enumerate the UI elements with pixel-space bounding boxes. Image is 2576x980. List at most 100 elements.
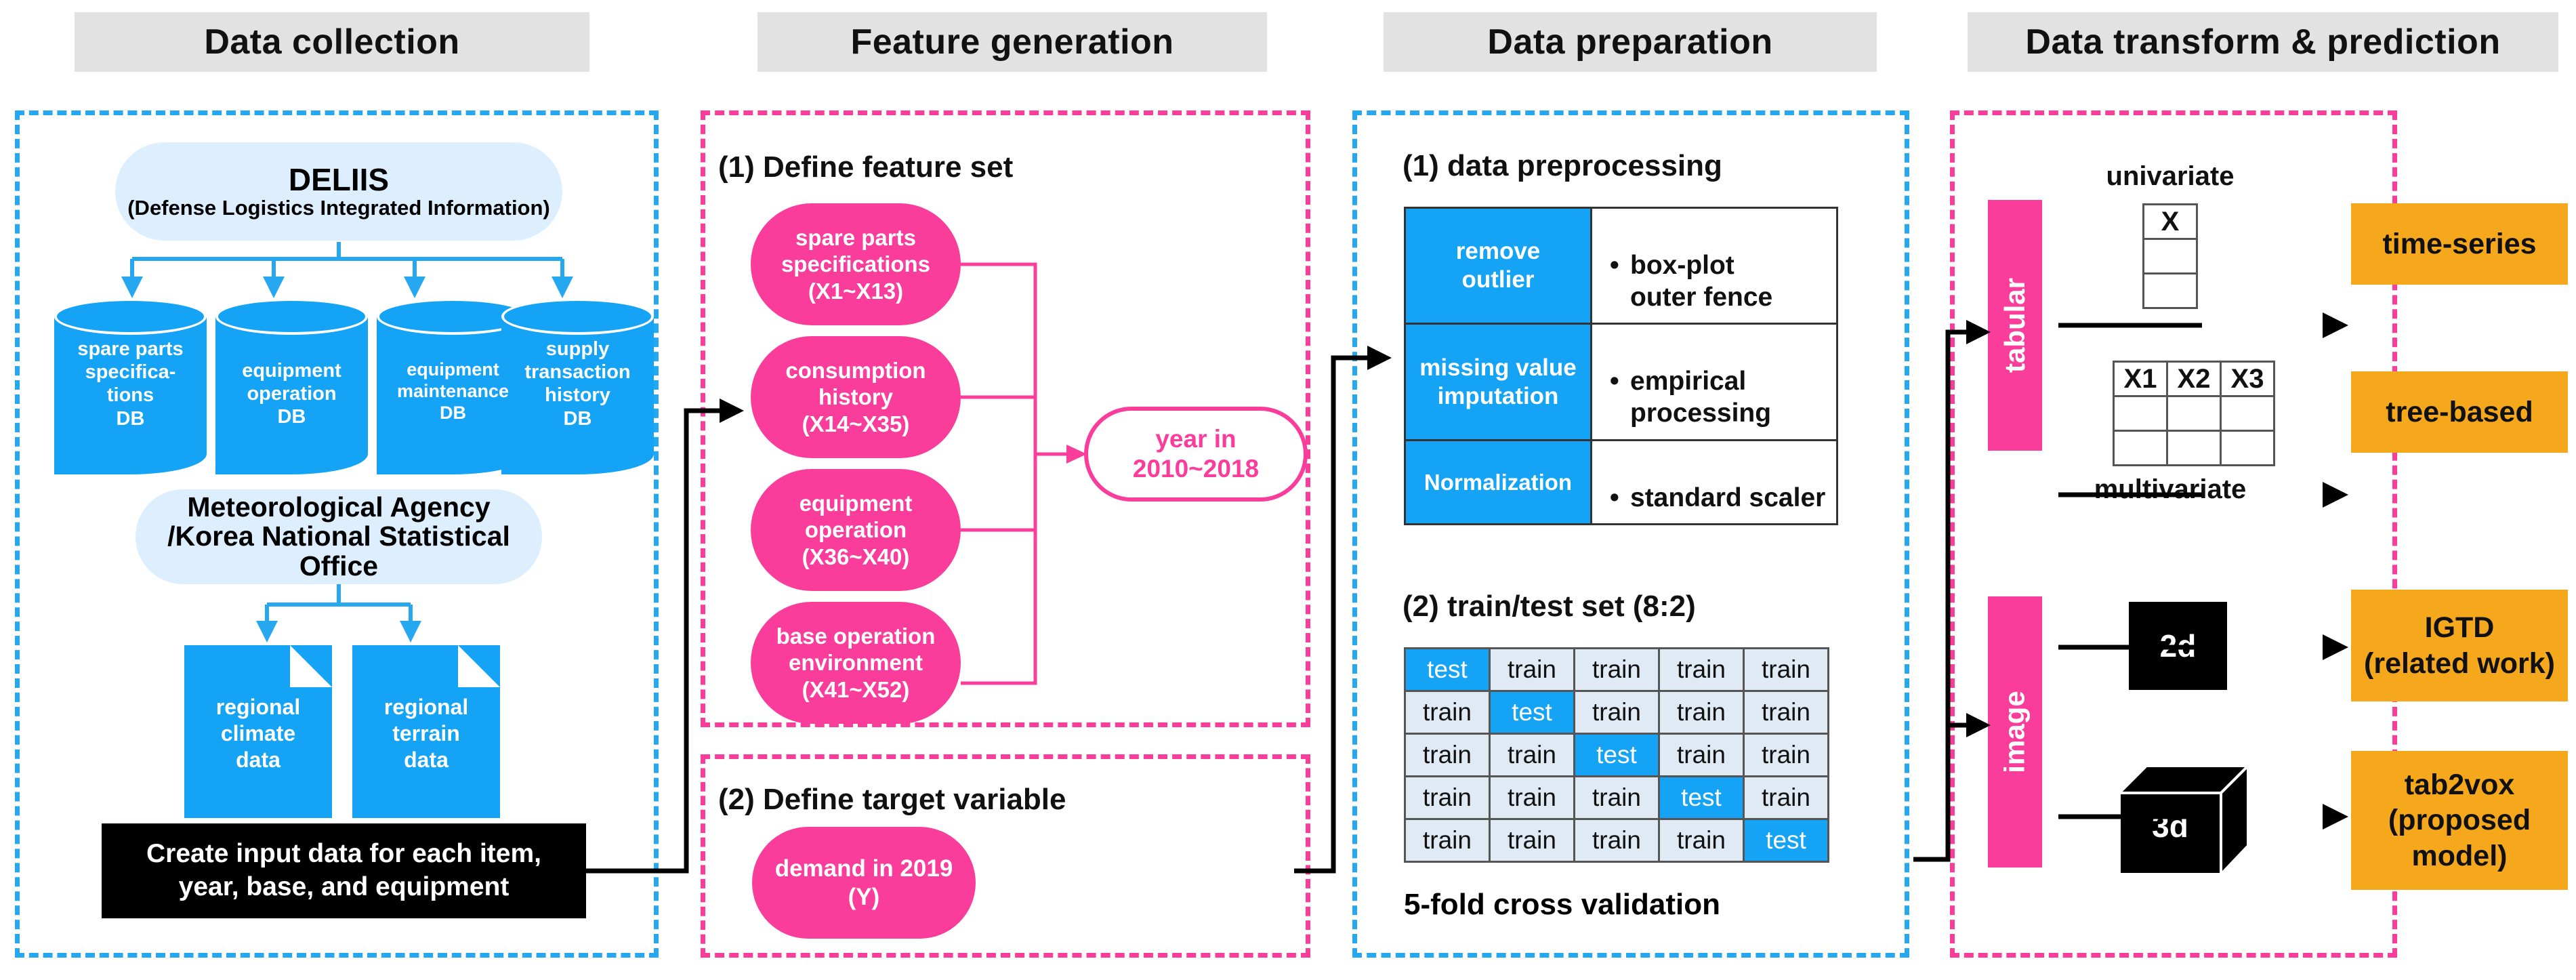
multivariate-header-cell: X1 [2113,361,2168,397]
multivariate-cell [2166,395,2222,432]
section-header-label: Data collection [204,22,460,62]
cv-cell: test [1404,647,1491,692]
cv-cell: train [1573,690,1660,735]
table-row: test train train train train [1404,647,1829,692]
cv-cell: train [1404,818,1491,863]
tabular-bar: tabular [1988,200,2042,451]
source-deliis: DELIIS (Defense Logistics Integrated Inf… [115,142,562,241]
create-input-data-box: Create input data for each item, year, b… [102,823,586,918]
prep-value: •box-plot outer fence [1590,206,1839,325]
output-tab2vox: tab2vox (proposed model) [2351,751,2568,890]
multivariate-cell [2113,430,2168,466]
db-spare-parts: spare parts specifica- tions DB [54,298,207,474]
section-header-data-transform: Data transform & prediction [1968,12,2558,72]
caption-define-feature-set: (1) Define feature set [718,150,1014,184]
cv-cell: train [1743,690,1829,735]
prep-key: Normalization [1404,438,1592,526]
cv-cell: train [1489,647,1575,692]
label-multivariate: multivariate [2094,474,2247,504]
prep-value: •empirical processing [1590,323,1839,441]
feature-spare-parts-specifications: spare parts specifications (X1~X13) [751,203,961,325]
table-row: train train train train test [1404,818,1829,863]
caption-define-target-variable: (2) Define target variable [718,783,1066,816]
output-igtd: IGTD (related work) [2351,590,2568,701]
feature-label: spare parts specifications (X1~X13) [781,224,931,304]
table-row: X [2142,203,2198,240]
cv-cell: train [1404,690,1491,735]
table-row [2113,395,2275,432]
cube-3d-label: 3d [2152,809,2188,844]
tabular-label: tabular [1999,277,2031,373]
output-label: tree-based [2386,395,2533,428]
cv-cell: train [1489,775,1575,820]
prep-value-label: empirical processing [1630,367,1772,428]
cv-cell: test [1658,775,1745,820]
node-year-range: year in 2010~2018 [1084,407,1308,502]
output-label: time-series [2382,227,2537,260]
feature-equipment-operation: equipment operation (X36~X40) [751,469,961,591]
cv-cell: train [1404,733,1491,777]
table-row: missing value imputation •empirical proc… [1404,323,1839,441]
section-header-data-collection: Data collection [75,12,589,72]
table-row: X1 X2 X3 [2113,361,2275,397]
table-row: Normalization •standard scaler [1404,438,1839,526]
output-time-series: time-series [2351,203,2568,285]
create-input-data-label: Create input data for each item, year, b… [146,839,541,901]
cv-cell: test [1743,818,1829,863]
cv-cell: train [1489,818,1575,863]
table-row [2142,238,2198,274]
bullet-icon: • [1610,483,1619,512]
doc-fold-corner [290,645,332,687]
cv-cell: train [1743,775,1829,820]
db-label: equipment maintenance DB [396,359,510,423]
db-cylinder-body [215,316,368,474]
db-cylinder-top [54,298,207,335]
univariate-header-cell: X [2142,203,2198,240]
db-cylinder-top [501,298,654,335]
doc-regional-terrain: regional terrain data [352,645,500,818]
multivariate-cell [2220,430,2275,466]
bullet-icon: • [1610,250,1619,280]
table-row [2113,430,2275,466]
cube-2d: 2d [2129,602,2227,690]
label-univariate: univariate [2106,161,2235,191]
source-line-1: Meteorological Agency [187,491,491,523]
feature-label: equipment operation (X36~X40) [799,490,913,569]
cv-cell: test [1489,690,1575,735]
table-row [2142,272,2198,309]
db-supply-transaction: supply transaction history DB [501,298,654,474]
cv-cell: train [1658,647,1745,692]
multivariate-cell [2113,395,2168,432]
table-row: train train train test train [1404,775,1829,820]
cv-cell: test [1573,733,1660,777]
cube-3d: 3d [2116,762,2251,878]
output-label: tab2vox (proposed model) [2388,768,2531,872]
cv-cell: train [1404,775,1491,820]
feature-base-operation-environment: base operation environment (X41~X52) [751,602,961,724]
source-meteorological-agency: Meteorological Agency /Korea National St… [136,489,542,584]
multivariate-grid: X1 X2 X3 [2113,361,2275,466]
output-tree-based: tree-based [2351,371,2568,453]
caption-5-fold-cross-validation: 5-fold cross validation [1404,888,1720,921]
univariate-cell [2142,272,2198,309]
output-label: IGTD (related work) [2364,611,2555,680]
db-label: spare parts specifica- tions DB [77,338,184,430]
doc-label: regional terrain data [383,695,469,773]
caption-data-preprocessing: (1) data preprocessing [1403,149,1722,182]
doc-label: regional climate data [215,695,301,773]
multivariate-cell [2166,430,2222,466]
source-deliis-subtitle: (Defense Logistics Integrated Informatio… [127,195,550,220]
preprocessing-table: remove outlier •box-plot outer fence mis… [1404,206,1839,526]
db-label: supply transaction history DB [524,338,631,430]
univariate-cell [2142,238,2198,274]
cv-cell: train [1658,690,1745,735]
doc-regional-climate: regional climate data [184,645,332,818]
target-label: demand in 2019 (Y) [774,855,953,910]
image-label: image [1999,691,2031,773]
db-label: equipment operation DB [242,360,341,428]
target-demand-2019: demand in 2019 (Y) [752,827,976,939]
feature-label: base operation environment (X41~X52) [776,623,936,702]
source-line-2: /Korea National Statistical Office [167,520,510,581]
db-cylinder-body [54,316,207,474]
prep-key: missing value imputation [1404,323,1592,441]
